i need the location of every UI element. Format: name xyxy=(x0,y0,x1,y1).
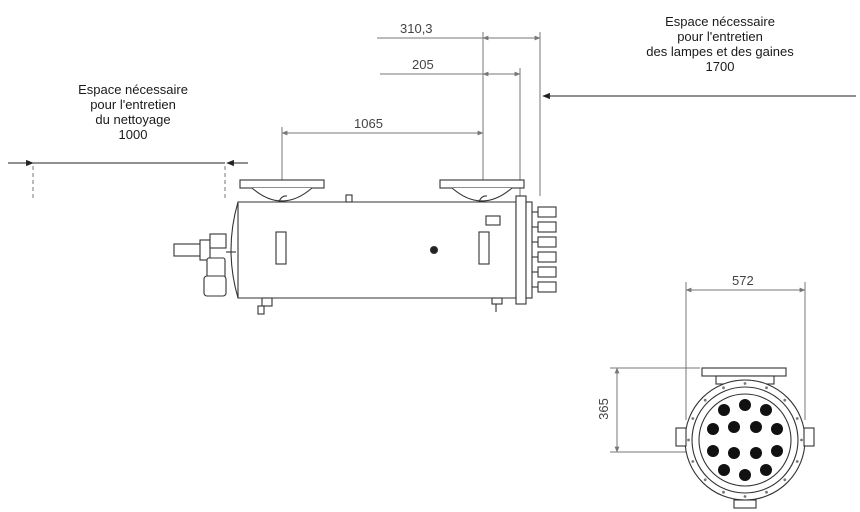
wiper-motor xyxy=(173,233,236,297)
lamp-sleeves xyxy=(707,399,783,481)
outlet-neck xyxy=(451,187,513,202)
front-flange xyxy=(701,367,787,377)
cleaning-space-note: Espace nécessaire pour l'entretien du ne… xyxy=(38,82,228,142)
inlet-flange xyxy=(239,179,325,189)
sensor-port xyxy=(429,245,439,255)
sensor-box xyxy=(485,215,501,226)
end-cap xyxy=(515,195,527,305)
inlet-neck xyxy=(251,187,313,202)
bolt-holes xyxy=(687,382,803,498)
lamp-note-line-3: des lampes et des gaines xyxy=(646,44,794,59)
drain-right xyxy=(491,297,503,305)
front-inner-ring xyxy=(698,393,792,487)
bottom-drain xyxy=(733,499,757,509)
dimension-205: 205 xyxy=(412,57,434,72)
side-view xyxy=(173,179,557,315)
dimension-lines xyxy=(32,32,806,453)
window-right xyxy=(478,231,490,265)
window-left xyxy=(275,231,287,265)
cleaning-note-value: 1000 xyxy=(118,127,148,142)
dimension-365: 365 xyxy=(595,398,611,420)
dimension-310: 310,3 xyxy=(400,21,433,36)
front-view xyxy=(675,367,815,509)
cleaning-note-line-1: Espace nécessaire xyxy=(78,82,188,97)
reactor-body xyxy=(230,201,517,299)
lamp-note-line-2: pour l'entretien xyxy=(677,29,763,44)
clearance-arrows xyxy=(8,92,856,167)
lamp-note-value: 1700 xyxy=(705,59,735,74)
side-port-right xyxy=(803,427,815,447)
vent-fitting xyxy=(345,194,353,203)
lamp-note-line-1: Espace nécessaire xyxy=(665,14,775,29)
drain-left xyxy=(261,297,273,307)
lamp-space-note: Espace nécessaire pour l'entretien des l… xyxy=(610,14,830,74)
side-port-left xyxy=(675,427,687,447)
outlet-flange xyxy=(439,179,525,189)
cleaning-note-line-3: du nettoyage xyxy=(95,112,171,127)
dimension-572: 572 xyxy=(732,273,754,288)
dimension-1065: 1065 xyxy=(354,116,383,131)
cleaning-note-line-2: pour l'entretien xyxy=(90,97,176,112)
lamp-connectors xyxy=(532,206,557,293)
